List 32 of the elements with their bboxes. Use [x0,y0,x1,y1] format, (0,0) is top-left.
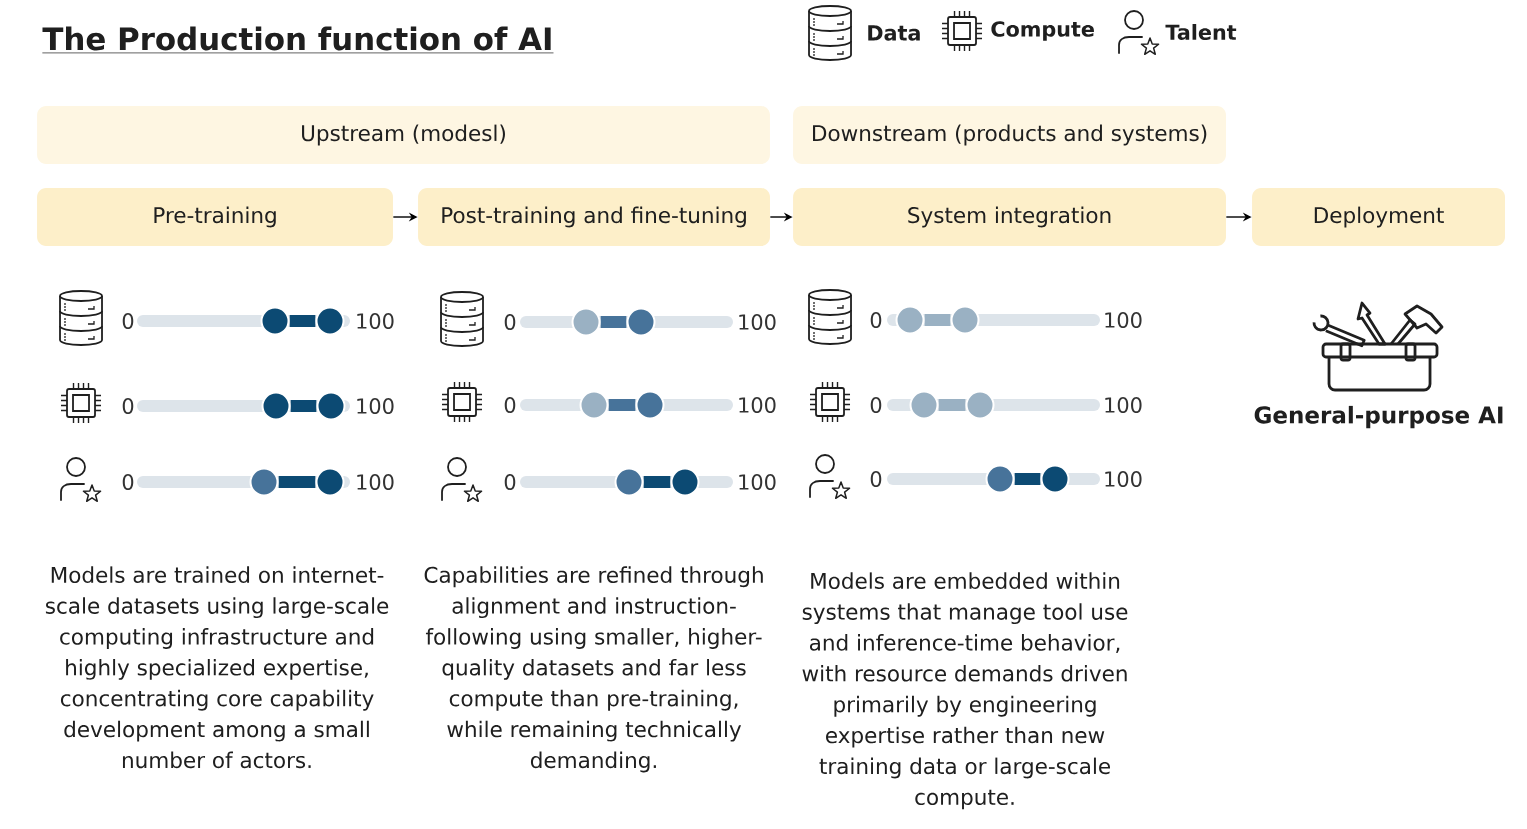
slider-end-label: 0 [504,474,516,490]
description-text: Models are embedded within systems that manage tool use and inference-time behavior, with resource demands driven primarily by engineering expertise rather than new training data or large-scale compute. [802,572,1128,810]
legend-text: Talent [1165,24,1237,41]
slider-end-label: 100 [739,314,776,330]
slider-end-label: 0 [504,314,516,330]
slider-end-label: 0 [870,312,882,328]
description-text: Capabilities are refined through alignment and instruction-following using smaller, higher-quality datasets and far less compute than pre-training, while remaining technically demanding. [424,566,763,773]
slider-end-label: 100 [1105,471,1142,487]
slider-end-label: 100 [739,474,776,490]
slider-end-label: 0 [870,471,882,487]
slider-end-label: 0 [870,397,882,413]
description-text: Models are trained on internet-scale datasets using large-scale computing infrastructure and highly specialized expertise, concentrating core capability development among a small number of actors. [45,566,389,769]
section-band: Downstream (products and systems) [793,106,1226,164]
slider-end-label: 100 [1105,312,1142,328]
slider-end-label: 100 [357,313,394,329]
slider-end-label: 0 [504,397,516,413]
stage-box: Pre-training [37,188,393,246]
title: The Production function of AI [42,26,554,54]
slider-end-label: 100 [739,397,776,413]
stage-box: System integration [793,188,1226,246]
slider-end-label: 0 [122,398,134,414]
slider-end-label: 100 [357,398,394,414]
section-band: Upstream (modesl) [37,106,770,164]
stage-box: Deployment [1252,188,1505,246]
slider-end-label: 100 [1105,397,1142,413]
slider-end-label: 0 [122,313,134,329]
slider-end-label: 100 [357,474,394,490]
slider-end-label: 0 [122,474,134,490]
stage-box: Post-training and fine-tuning [418,188,770,246]
legend-text: Compute [991,21,1094,41]
icon-caption: General-purpose AI [1254,405,1503,429]
legend-text: Data [868,25,920,41]
